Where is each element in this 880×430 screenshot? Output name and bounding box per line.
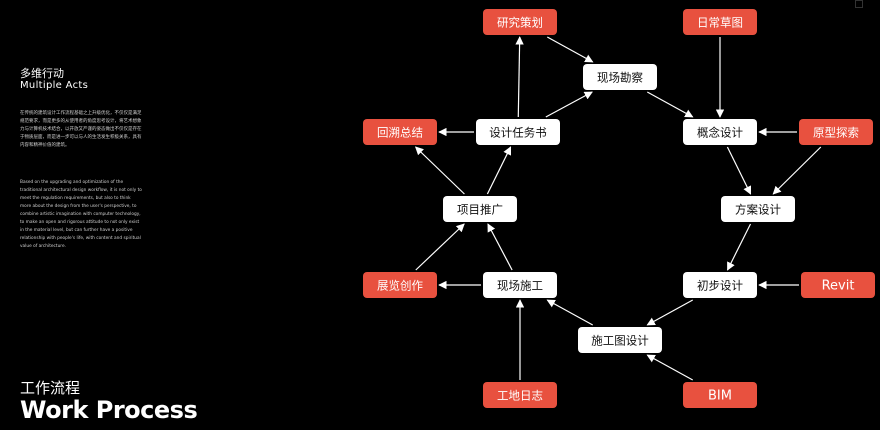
node-label-survey: 现场勘察 [597, 71, 643, 85]
node-brief: 设计任务书 [476, 119, 560, 145]
description-cn: 在传统的建筑设计工作流程基础之上升级优化，不仅仅是满足规范要求，而是更多的从使用… [20, 111, 142, 148]
node-label-log: 工地日志 [497, 389, 543, 403]
edge-prelim-to-drawings [646, 299, 694, 326]
node-exhibit: 展览创作 [363, 272, 437, 298]
node-label-promote: 项目推广 [457, 203, 503, 217]
edges-layer [414, 36, 822, 381]
node-box-bim [683, 382, 757, 408]
node-log: 工地日志 [483, 382, 557, 408]
node-label-exhibit: 展览创作 [377, 279, 423, 293]
node-label-revit: Revit [822, 279, 855, 294]
edge-prototype-to-scheme [772, 146, 822, 195]
node-box-scheme [721, 196, 795, 222]
node-bim: BIM [683, 382, 757, 408]
node-box-revit [801, 272, 875, 298]
node-label-review: 回溯总结 [377, 126, 423, 140]
description-en: Based on the upgrading and optimization … [20, 180, 142, 249]
node-box-brief [476, 119, 560, 145]
node-concept: 概念设计 [683, 119, 757, 145]
node-box-prototype [799, 119, 873, 145]
node-promote: 项目推广 [443, 196, 517, 222]
node-label-bim: BIM [708, 389, 732, 404]
node-box-sketch [683, 9, 757, 35]
node-box-prelim [683, 272, 757, 298]
edge-drawings-to-construct [546, 299, 594, 326]
node-box-research [483, 9, 557, 35]
edge-brief-to-research [515, 36, 524, 118]
node-label-prototype: 原型探索 [813, 126, 859, 140]
edge-scheme-to-prelim [726, 223, 752, 271]
edge-survey-to-concept [646, 91, 694, 118]
corner-marker-icon [855, 0, 863, 8]
subtitle-en: Multiple Acts [20, 80, 89, 91]
edge-concept-to-scheme [726, 146, 752, 195]
node-label-concept: 概念设计 [697, 126, 743, 140]
node-research: 研究策划 [483, 9, 557, 35]
node-box-promote [443, 196, 517, 222]
edge-brief-to-survey [545, 91, 593, 118]
node-revit: Revit [801, 272, 875, 298]
node-prelim: 初步设计 [683, 272, 757, 298]
node-box-drawings [578, 327, 662, 353]
edge-promote-to-brief [486, 146, 512, 195]
edge-bim-to-drawings [646, 354, 694, 381]
node-label-research: 研究策划 [497, 16, 543, 30]
node-box-exhibit [363, 272, 437, 298]
node-sketch: 日常草图 [683, 9, 757, 35]
node-label-construct: 现场施工 [497, 279, 543, 293]
edge-research-to-survey [546, 36, 594, 63]
node-box-concept [683, 119, 757, 145]
edge-promote-to-review [414, 146, 465, 195]
node-label-scheme: 方案设计 [735, 203, 781, 217]
edge-exhibit-to-promote [415, 223, 465, 271]
title-cn: 工作流程 [20, 379, 81, 397]
node-label-brief: 设计任务书 [489, 126, 547, 140]
node-drawings: 施工图设计 [578, 327, 662, 353]
node-box-review [363, 119, 437, 145]
node-prototype: 原型探索 [799, 119, 873, 145]
node-construct: 现场施工 [483, 272, 557, 298]
title-en: Work Process [20, 396, 198, 424]
node-review: 回溯总结 [363, 119, 437, 145]
node-label-sketch: 日常草图 [697, 16, 743, 30]
node-survey: 现场勘察 [583, 64, 657, 90]
node-label-prelim: 初步设计 [697, 279, 743, 293]
node-box-survey [583, 64, 657, 90]
node-box-log [483, 382, 557, 408]
subtitle-cn: 多维行动 [20, 67, 64, 80]
node-label-drawings: 施工图设计 [591, 334, 649, 348]
node-scheme: 方案设计 [721, 196, 795, 222]
node-box-construct [483, 272, 557, 298]
edge-construct-to-promote [487, 223, 513, 271]
